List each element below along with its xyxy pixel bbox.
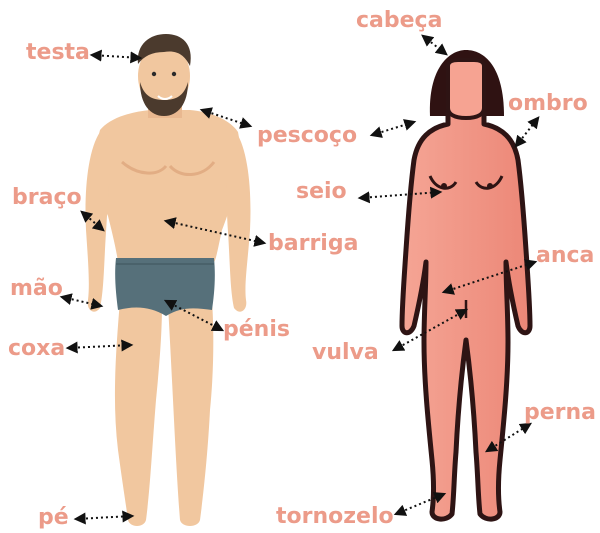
arrow-testa: [92, 55, 140, 58]
woman-face: [448, 60, 484, 118]
label-mao: mão: [10, 278, 63, 300]
arrow-pe: [76, 516, 132, 519]
man-figure: [86, 34, 251, 526]
label-testa: testa: [26, 42, 90, 64]
label-ombro: ombro: [508, 93, 588, 115]
label-braco: braço: [12, 187, 82, 209]
label-cabeca: cabeça: [356, 10, 442, 32]
man-leg-left: [115, 300, 162, 526]
label-penis: pénis: [223, 319, 290, 341]
man-leg-right: [168, 300, 213, 526]
label-pe: pé: [38, 507, 69, 529]
man-torso: [97, 110, 240, 262]
man-arm-left: [86, 132, 112, 312]
label-perna: perna: [524, 402, 596, 424]
woman-figure: [402, 50, 530, 519]
arrow-ombro: [516, 118, 538, 146]
man-arm-right: [226, 132, 250, 312]
label-vulva: vulva: [312, 342, 379, 364]
label-tornozelo: tornozelo: [276, 506, 394, 528]
label-pescoco: pescoço: [257, 125, 357, 147]
label-barriga: barriga: [268, 233, 358, 255]
arrow-pescoco-woman: [372, 122, 414, 135]
arrow-cabeca: [423, 36, 446, 54]
man-underwear: [115, 258, 215, 316]
label-coxa: coxa: [8, 338, 65, 360]
label-anca: anca: [536, 245, 594, 267]
label-seio: seio: [296, 181, 347, 203]
